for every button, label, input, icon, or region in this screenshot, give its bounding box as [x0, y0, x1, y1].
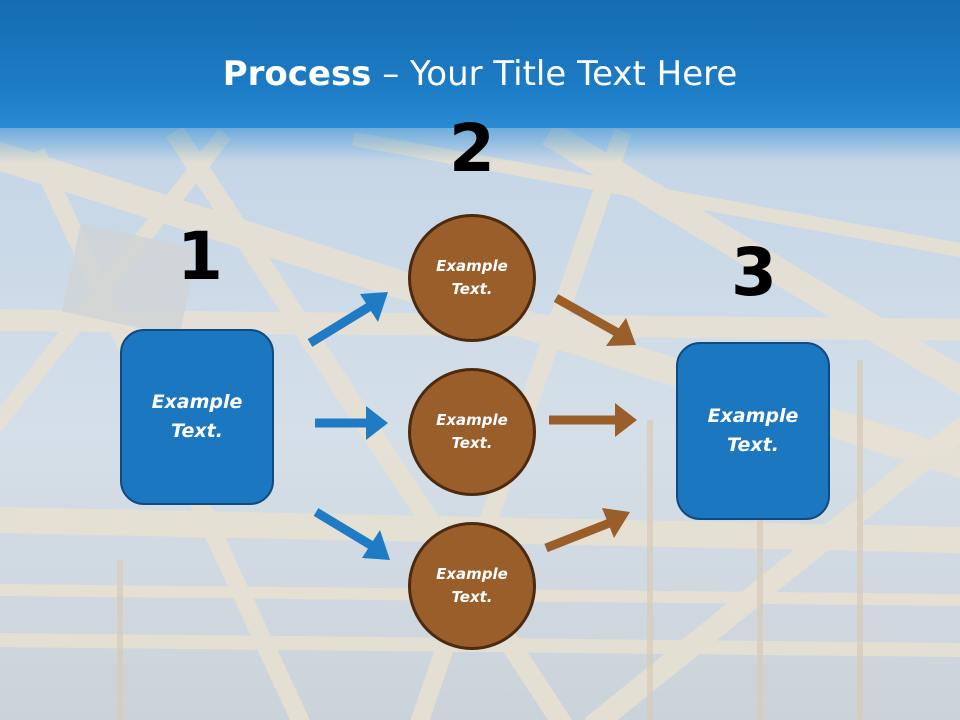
circle-center-text: Example Text. [436, 411, 508, 452]
middle-circle-center: Example Text. [408, 368, 536, 496]
step-number-1: 1 [177, 218, 223, 295]
brown-arrow-right [549, 403, 637, 437]
title-bar [0, 0, 960, 128]
left-step-text: Example Text. [151, 391, 243, 442]
right-step-text: Example Text. [707, 405, 799, 456]
blue-arrow-down [313, 508, 390, 560]
circle-top-text: Example Text. [436, 257, 508, 298]
title-bold: Process [222, 54, 372, 94]
title-bar-fade [0, 128, 960, 162]
slide-title: Process – Your Title Text Here [0, 52, 960, 96]
blue-arrow-up [307, 292, 388, 347]
left-step-box: Example Text. [120, 329, 274, 505]
blue-arrow-right [315, 406, 388, 440]
circle-bottom-text: Example Text. [436, 565, 508, 606]
right-step-box: Example Text. [676, 342, 830, 520]
title-rest: – Your Title Text Here [371, 54, 738, 94]
brown-arrow-down [553, 294, 636, 346]
brown-arrow-up [544, 508, 630, 553]
step-number-2: 2 [449, 110, 495, 187]
middle-circle-top: Example Text. [408, 214, 536, 342]
middle-circle-bottom: Example Text. [408, 522, 536, 650]
step-number-3: 3 [731, 234, 777, 311]
